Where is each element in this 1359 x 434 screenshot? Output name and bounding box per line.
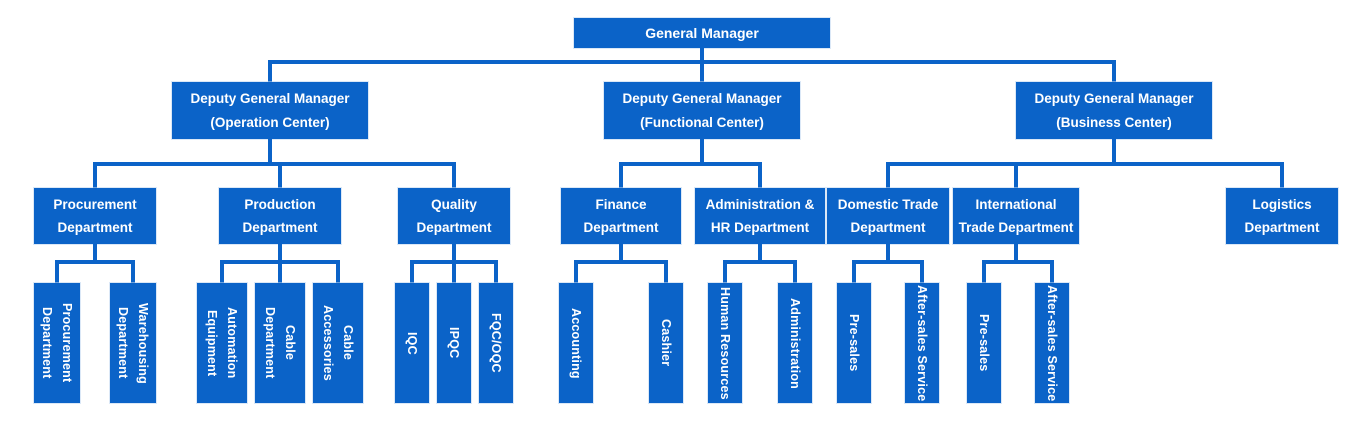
node-dgm-functional: Deputy General Manager (Functional Cente… bbox=[604, 82, 800, 139]
connector-line bbox=[574, 262, 578, 283]
connector-line bbox=[758, 164, 762, 188]
connector-line bbox=[220, 262, 224, 283]
connector-line bbox=[1014, 244, 1018, 264]
node-accounting: Accounting bbox=[559, 283, 593, 403]
connector-line bbox=[982, 260, 1054, 264]
node-procurement-department: Procurement Department bbox=[34, 188, 156, 244]
connector-line bbox=[982, 262, 986, 283]
connector-line bbox=[574, 260, 668, 264]
node-general-manager: General Manager bbox=[574, 18, 830, 48]
node-logistics-department: Logistics Department bbox=[1226, 188, 1338, 244]
node-cable-department: Cable Department bbox=[255, 283, 305, 403]
node-cashier: Cashier bbox=[649, 283, 683, 403]
connector-line bbox=[1280, 164, 1284, 188]
connector-line bbox=[758, 244, 762, 264]
node-human-resources: Human Resources bbox=[708, 283, 742, 403]
connector-line bbox=[886, 244, 890, 264]
node-procurement-department-sub: Procurement Department bbox=[34, 283, 80, 403]
node-finance-department: Finance Department bbox=[561, 188, 681, 244]
connector-line bbox=[452, 262, 456, 283]
connector-line bbox=[619, 244, 623, 264]
connector-line bbox=[1014, 164, 1018, 188]
node-automation-equipment: Automation Equipment bbox=[197, 283, 247, 403]
connector-line bbox=[336, 262, 340, 283]
connector-line bbox=[452, 164, 456, 188]
connector-line bbox=[1112, 62, 1116, 82]
connector-line bbox=[664, 262, 668, 283]
node-domestic-after-sales-service: After-sales Service bbox=[905, 283, 939, 403]
connector-line bbox=[131, 262, 135, 283]
node-international-pre-sales: Pre-sales bbox=[967, 283, 1001, 403]
node-cable-accessories: Cable Accessories bbox=[313, 283, 363, 403]
node-warehousing-department: Warehousing Department bbox=[110, 283, 156, 403]
connector-line bbox=[852, 262, 856, 283]
connector-line bbox=[852, 260, 924, 264]
connector-line bbox=[278, 244, 282, 264]
connector-line bbox=[700, 48, 704, 64]
connector-line bbox=[700, 139, 704, 166]
connector-line bbox=[278, 164, 282, 188]
connector-line bbox=[723, 260, 797, 264]
connector-line bbox=[494, 262, 498, 283]
connector-line bbox=[700, 62, 704, 82]
connector-line bbox=[93, 244, 97, 264]
connector-line bbox=[268, 139, 272, 166]
node-production-department: Production Department bbox=[219, 188, 341, 244]
connector-line bbox=[793, 262, 797, 283]
node-international-after-sales-service: After-sales Service bbox=[1035, 283, 1069, 403]
connector-line bbox=[55, 260, 135, 264]
connector-line bbox=[886, 162, 1284, 166]
connector-line bbox=[723, 262, 727, 283]
connector-line bbox=[619, 162, 762, 166]
connector-line bbox=[1112, 139, 1116, 166]
connector-line bbox=[619, 164, 623, 188]
node-domestic-pre-sales: Pre-sales bbox=[837, 283, 871, 403]
connector-line bbox=[93, 162, 456, 166]
node-domestic-trade-department: Domestic Trade Department bbox=[827, 188, 949, 244]
node-dgm-business: Deputy General Manager (Business Center) bbox=[1016, 82, 1212, 139]
connector-line bbox=[886, 164, 890, 188]
node-quality-department: Quality Department bbox=[398, 188, 510, 244]
node-administration-hr-department: Administration & HR Department bbox=[695, 188, 825, 244]
connector-line bbox=[920, 262, 924, 283]
node-fqc-oqc: FQC/OQC bbox=[479, 283, 513, 403]
connector-line bbox=[268, 60, 1116, 64]
node-administration: Administration bbox=[778, 283, 812, 403]
connector-line bbox=[93, 164, 97, 188]
node-ipqc: IPQC bbox=[437, 283, 471, 403]
node-iqc: IQC bbox=[395, 283, 429, 403]
connector-line bbox=[55, 262, 59, 283]
connector-line bbox=[410, 262, 414, 283]
connector-line bbox=[278, 262, 282, 283]
connector-line bbox=[452, 244, 456, 264]
node-international-trade-department: International Trade Department bbox=[953, 188, 1079, 244]
connector-line bbox=[1050, 262, 1054, 283]
connector-line bbox=[268, 62, 272, 82]
node-dgm-operation: Deputy General Manager (Operation Center… bbox=[172, 82, 368, 139]
